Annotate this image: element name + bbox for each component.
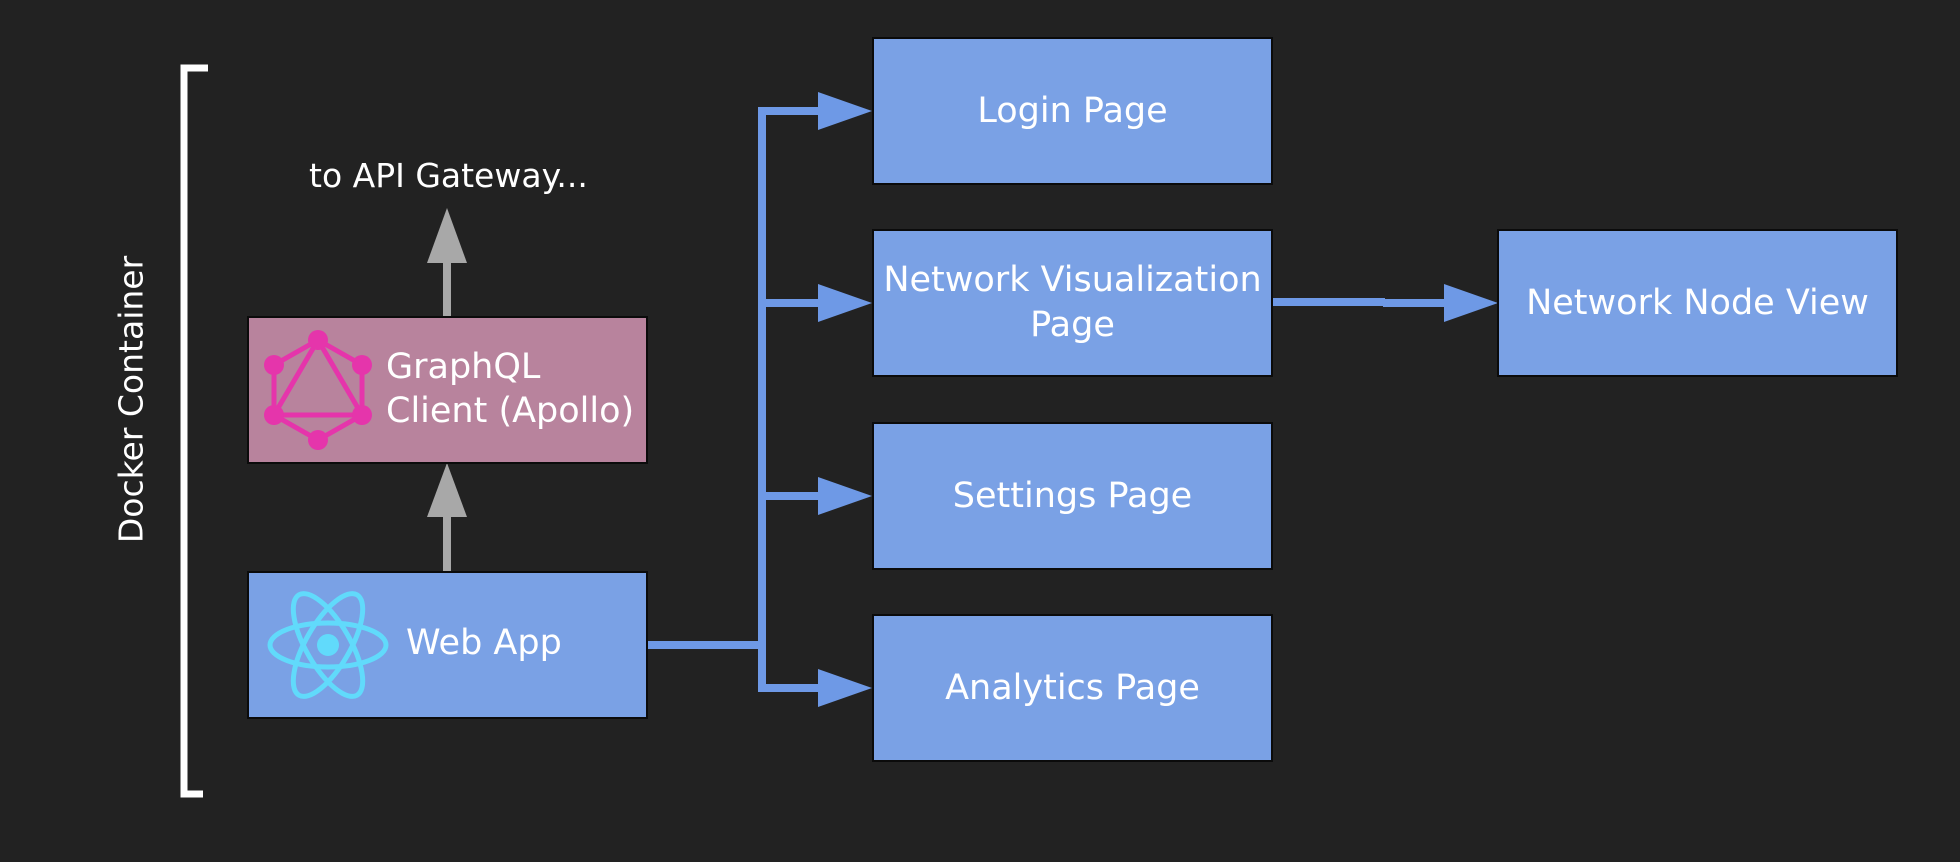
bus-to-network-viz-arrow xyxy=(758,284,872,322)
bus-to-login-arrow xyxy=(758,92,872,130)
graphql-to-gateway-arrow xyxy=(427,208,467,316)
graphql-client-box[interactable]: GraphQL Client (Apollo) xyxy=(247,316,648,464)
network-visualization-label-line2: Page xyxy=(1030,305,1115,345)
graphql-client-label: GraphQL Client (Apollo) xyxy=(386,345,634,433)
webapp-to-graphql-arrow xyxy=(427,463,467,571)
login-page-box[interactable]: Login Page xyxy=(872,37,1273,185)
analytics-page-label: Analytics Page xyxy=(945,667,1200,708)
login-page-label: Login Page xyxy=(977,90,1168,131)
network-node-view-label: Network Node View xyxy=(1526,282,1869,323)
docker-container-label: Docker Container xyxy=(111,255,151,544)
network-viz-to-node-view-arrow xyxy=(1272,284,1498,322)
bus-to-settings-arrow xyxy=(758,477,872,515)
settings-page-box[interactable]: Settings Page xyxy=(872,422,1273,570)
graphql-client-label-line1: GraphQL xyxy=(386,347,541,387)
settings-page-label: Settings Page xyxy=(952,475,1193,516)
graphql-client-label-line2: Client (Apollo) xyxy=(386,391,635,431)
analytics-page-box[interactable]: Analytics Page xyxy=(872,614,1273,762)
network-visualization-label-line1: Network Visualization xyxy=(883,260,1262,300)
docker-bracket xyxy=(180,64,208,798)
network-node-view-box[interactable]: Network Node View xyxy=(1497,229,1898,377)
bus-to-analytics-arrow xyxy=(758,669,872,707)
network-visualization-page-box[interactable]: Network Visualization Page xyxy=(872,229,1273,377)
api-gateway-label: to API Gateway... xyxy=(309,156,588,195)
react-logo-icon xyxy=(265,587,391,703)
web-app-label: Web App xyxy=(406,623,562,663)
web-app-box[interactable]: Web App xyxy=(247,571,648,719)
graphql-logo-icon xyxy=(261,328,375,452)
